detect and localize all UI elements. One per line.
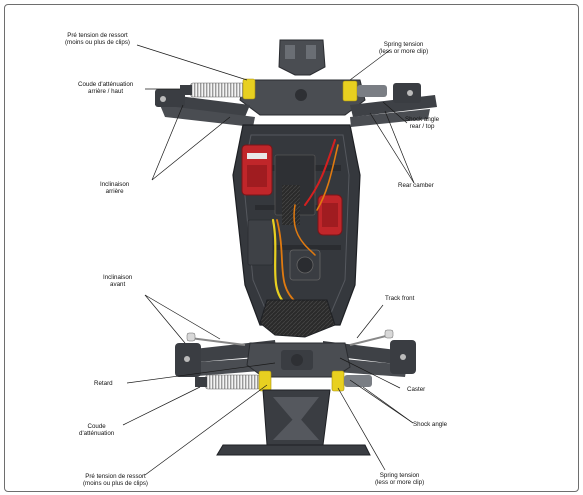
front-steering-link-left <box>186 329 394 346</box>
label-line: Pré tension de ressort <box>67 32 128 39</box>
esc-unit <box>241 144 273 196</box>
label-coude-front-fr: Coude d'atténuation <box>79 423 114 437</box>
label-line: d'atténuation <box>79 430 115 438</box>
label-line: Rear camber <box>398 182 434 189</box>
receiver-box <box>247 219 321 281</box>
leader-spring-front <box>337 387 386 471</box>
label-retard-fr: Retard <box>94 380 113 387</box>
leader-pretension-front <box>144 384 268 476</box>
label-line: Shock angle <box>413 421 448 428</box>
label-line: Caster <box>407 386 426 393</box>
label-line: Inclinaison <box>100 181 130 188</box>
front-bumper <box>216 389 371 456</box>
front-shock-tower <box>246 342 351 378</box>
label-line: (moins ou plus de clips) <box>65 39 130 47</box>
leader-coude-front <box>122 386 201 426</box>
label-line: (moins ou plus de clips) <box>83 480 148 488</box>
label-line: (less or more clip) <box>379 48 429 56</box>
leader-incl-front-2 <box>144 294 221 340</box>
front-right-shock <box>331 370 372 392</box>
label-line: Spring tension <box>379 472 420 479</box>
rear-left-shock <box>180 78 256 100</box>
rear-right-shock <box>342 80 387 102</box>
rear-shock-tower <box>239 39 366 116</box>
leader-rear-camber-2 <box>384 110 415 184</box>
label-shock-front-en: Shock angle <box>413 421 447 428</box>
label-track-front-en: Track front <box>385 295 414 302</box>
label-rear-camber-en: Rear camber <box>398 182 434 189</box>
leader-shock-rear <box>382 101 408 124</box>
rc-chassis-diagram <box>122 39 437 476</box>
label-line: avant <box>110 281 126 289</box>
label-coude-rear-fr: Coude d'atténuation arrière / haut <box>78 81 133 95</box>
label-spring-rear-en: Spring tension (less or more clip) <box>379 41 428 55</box>
label-line: Pré tension de ressort <box>85 473 146 480</box>
label-line: Spring tension <box>383 41 424 48</box>
leader-rear-camber-1 <box>369 112 415 184</box>
front-left-shock <box>195 370 272 392</box>
label-spring-front-en: Spring tension (less or more clip) <box>375 472 424 486</box>
leader-shock-front-2 <box>362 386 414 424</box>
label-line: rear / top <box>409 123 435 131</box>
label-line: (less or more clip) <box>375 479 425 487</box>
label-line: arrière / haut <box>88 88 124 96</box>
center-box <box>274 154 316 225</box>
label-inclinaison-rear-fr: Inclinaison arrière <box>100 181 129 195</box>
label-pretension-rear-fr: Pré tension de ressort (moins ou plus de… <box>65 32 130 46</box>
leader-lines <box>122 44 415 476</box>
leader-incl-rear-2 <box>151 116 231 181</box>
leader-track-front <box>356 304 384 339</box>
label-line: Shock angle <box>405 116 440 123</box>
label-caster-en: Caster <box>407 386 425 393</box>
label-line: arrière <box>105 188 124 196</box>
rear-suspension-arms <box>155 83 437 127</box>
leader-retard <box>126 362 276 384</box>
label-inclinaison-front-fr: Inclinaison avant <box>103 274 132 288</box>
label-line: Inclinaison <box>103 274 133 281</box>
label-line: Coude d'atténuation <box>78 81 134 88</box>
label-line: Retard <box>94 380 113 387</box>
leader-incl-front-1 <box>144 294 186 344</box>
label-shock-rear-en: Shock angle rear / top <box>405 116 439 130</box>
label-line: Track front <box>385 295 415 302</box>
leader-pretension-rear <box>136 44 248 81</box>
motor <box>317 194 343 236</box>
diagram-frame: Pré tension de ressort (moins ou plus de… <box>4 4 579 492</box>
label-line: Coude <box>87 423 106 430</box>
leader-spring-rear <box>349 49 391 81</box>
label-pretension-front-fr: Pré tension de ressort (moins ou plus de… <box>83 473 148 487</box>
front-bulkhead-carbon <box>259 299 336 338</box>
leader-caster <box>339 357 401 389</box>
leader-incl-rear-1 <box>151 104 184 181</box>
